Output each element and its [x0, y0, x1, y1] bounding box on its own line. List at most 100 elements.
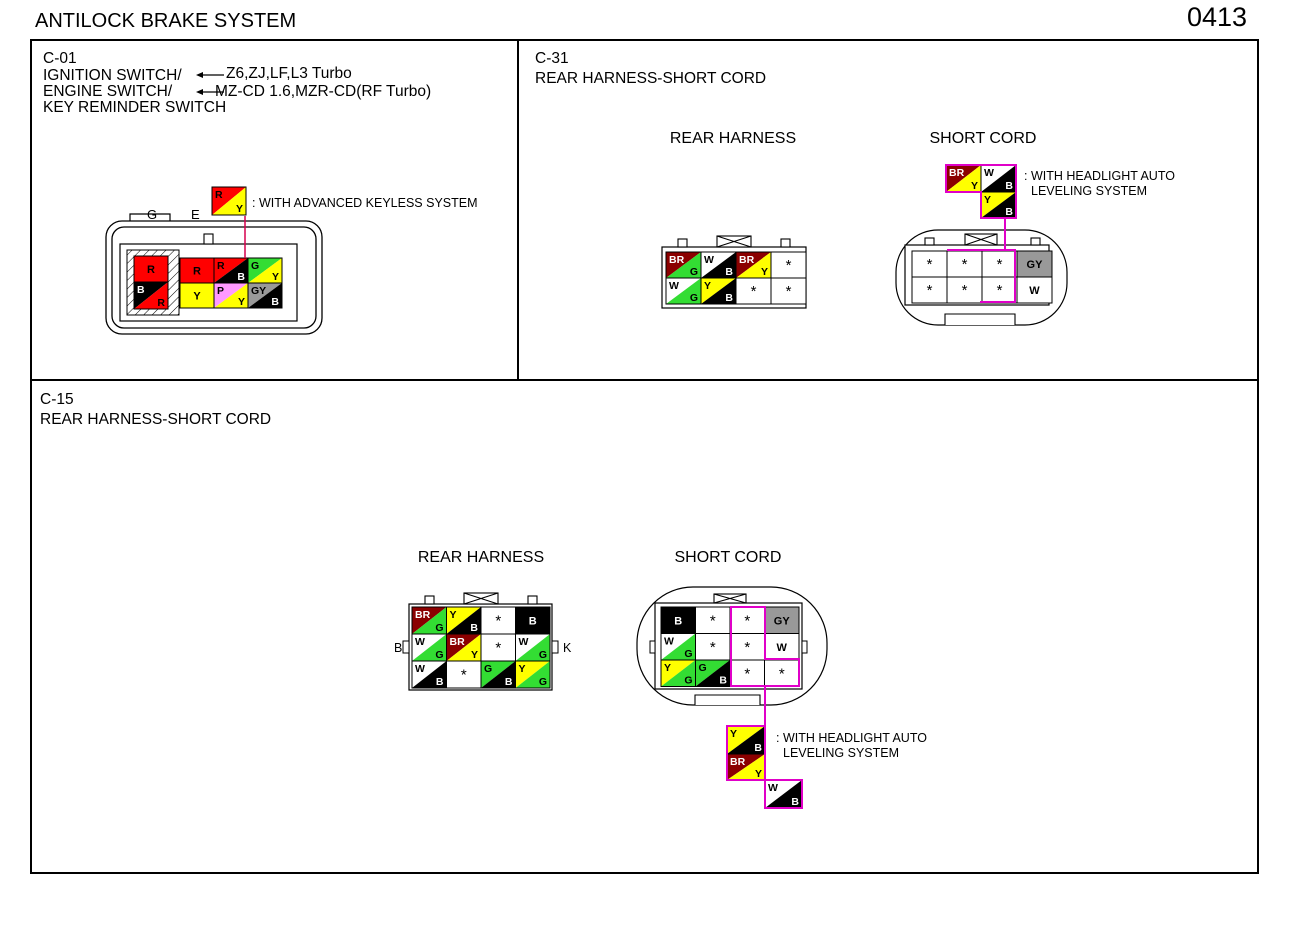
- c31-short-pin: GY: [1016, 250, 1053, 278]
- svg-text:*: *: [744, 639, 750, 656]
- svg-text:B: B: [791, 796, 799, 808]
- svg-text:G: G: [435, 622, 443, 634]
- c15-short-pin: *: [729, 606, 765, 634]
- c31-rear-title: REAR HARNESS: [669, 130, 797, 147]
- c15-short-pin: WG: [660, 633, 696, 661]
- c31-rear-pin: WG: [665, 277, 702, 305]
- svg-text:W: W: [664, 636, 674, 648]
- svg-text:W: W: [704, 254, 714, 266]
- c31-short-pin: *: [911, 276, 948, 304]
- svg-text:*: *: [962, 282, 968, 299]
- svg-text:BR: BR: [730, 756, 746, 768]
- svg-text:Y: Y: [471, 649, 478, 661]
- c31-option-pin: YB: [980, 191, 1017, 219]
- svg-text:R: R: [217, 260, 225, 272]
- c31-rear-pin: WB: [700, 251, 737, 279]
- svg-text:Y: Y: [236, 203, 243, 215]
- c31-short-title: SHORT CORD: [929, 130, 1037, 147]
- c15-short-pin: *: [729, 659, 765, 687]
- svg-text:B: B: [725, 292, 733, 304]
- svg-text:*: *: [710, 639, 716, 656]
- c15-short-pin: GB: [695, 659, 731, 687]
- c31-short-pin: *: [981, 250, 1018, 278]
- svg-text:Y: Y: [761, 266, 768, 278]
- svg-text:BR: BR: [949, 167, 965, 179]
- c15-side-k-right: K: [563, 641, 572, 655]
- svg-text:GY: GY: [1027, 259, 1044, 271]
- c31-code: C-31: [535, 50, 569, 67]
- svg-text:GY: GY: [774, 615, 791, 627]
- svg-text:B: B: [674, 615, 682, 627]
- svg-text:B: B: [237, 271, 245, 283]
- c31-option-pin: WB: [980, 164, 1017, 193]
- svg-text:W: W: [415, 663, 425, 675]
- c01-legend-pin: RY: [211, 186, 247, 216]
- svg-text:R: R: [193, 266, 201, 278]
- svg-text:*: *: [786, 257, 792, 274]
- svg-text:*: *: [744, 612, 750, 629]
- svg-text:G: G: [690, 266, 698, 278]
- svg-text:W: W: [519, 636, 529, 648]
- svg-text:W: W: [669, 280, 679, 292]
- svg-text:R: R: [147, 264, 155, 276]
- c15-rear-pin: *: [480, 606, 516, 635]
- c01-note: : WITH ADVANCED KEYLESS SYSTEM: [252, 196, 478, 210]
- svg-text:Y: Y: [450, 609, 457, 621]
- svg-text:B: B: [725, 266, 733, 278]
- svg-text:B: B: [505, 676, 513, 688]
- svg-text:W: W: [777, 642, 788, 654]
- svg-text:B: B: [470, 622, 478, 634]
- svg-text:P: P: [217, 285, 224, 297]
- svg-text:G: G: [699, 662, 707, 674]
- c15-short-pin: GY: [764, 606, 800, 634]
- c15-note-2: LEVELING SYSTEM: [783, 746, 900, 760]
- c15-side-b-left: B: [394, 641, 403, 655]
- c31-rear-pin: *: [770, 277, 807, 305]
- c15-rear-pin: B: [515, 606, 551, 635]
- c15-rear-pin: GB: [480, 660, 516, 689]
- svg-text:Y: Y: [272, 271, 279, 283]
- c01-terminal-e: E: [191, 207, 200, 222]
- svg-text:B: B: [271, 296, 279, 308]
- svg-text:Y: Y: [971, 180, 978, 192]
- c15-rear-pin: *: [446, 660, 482, 689]
- c01-pin: PY: [213, 282, 249, 309]
- svg-text:*: *: [997, 256, 1003, 273]
- svg-text:*: *: [779, 665, 785, 682]
- c01-pin: RB: [213, 257, 249, 284]
- svg-text:B: B: [436, 676, 444, 688]
- c01-arrow-note-1: Z6,ZJ,LF,L3 Turbo: [226, 65, 352, 82]
- c01-pin: BR: [133, 281, 169, 310]
- c01-pin: GY B: [247, 282, 283, 309]
- svg-text:B: B: [754, 742, 762, 754]
- svg-text:Y: Y: [730, 728, 737, 740]
- svg-text:*: *: [744, 665, 750, 682]
- svg-text:*: *: [461, 667, 467, 684]
- c15-option-pin: YB: [726, 725, 766, 755]
- svg-text:GY: GY: [251, 285, 266, 297]
- svg-text:G: G: [690, 292, 698, 304]
- svg-text:R: R: [215, 189, 223, 201]
- svg-text:BR: BR: [450, 636, 466, 648]
- c01-pin: R: [179, 257, 215, 284]
- c31-rear-pin: *: [770, 251, 807, 279]
- c15-short-title: SHORT CORD: [674, 549, 782, 566]
- c15-short-pin: W: [764, 633, 800, 661]
- svg-text:B: B: [1005, 206, 1013, 218]
- c01-arrow-note-2: MZ-CD 1.6,MZR-CD(RF Turbo): [215, 83, 432, 100]
- c31-rear-pin: BR Y: [735, 251, 772, 279]
- c15-rear-pin: WG: [515, 633, 551, 662]
- svg-text:*: *: [997, 282, 1003, 299]
- svg-text:BR: BR: [739, 254, 755, 266]
- svg-text:B: B: [529, 616, 537, 628]
- c01-pin: GY: [247, 257, 283, 284]
- c01-line-ignition: IGNITION SWITCH/: [43, 67, 182, 84]
- svg-text:*: *: [495, 613, 501, 630]
- c31-short-pin: *: [946, 250, 983, 278]
- c01-line-engine: ENGINE SWITCH/: [43, 83, 173, 100]
- svg-text:*: *: [927, 256, 933, 273]
- c15-short-pin: *: [695, 633, 731, 661]
